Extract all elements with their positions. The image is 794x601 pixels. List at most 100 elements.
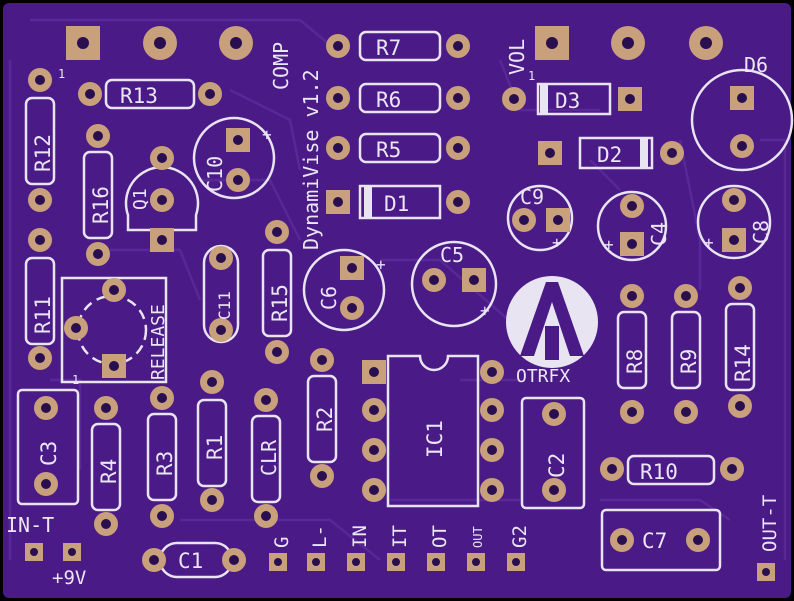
board-title: DynamiVise v1.2 bbox=[299, 69, 323, 250]
in-t-label: IN-T bbox=[6, 513, 54, 537]
svg-text:+: + bbox=[604, 235, 614, 254]
diode-d3: D3 bbox=[502, 82, 642, 116]
svg-text:D6: D6 bbox=[744, 53, 768, 77]
svg-text:C6: C6 bbox=[317, 286, 341, 310]
svg-text:R8: R8 bbox=[623, 349, 647, 374]
resistor-r11: R11 bbox=[24, 228, 56, 370]
resistor-r10: R10 bbox=[600, 454, 744, 486]
svg-text:D3: D3 bbox=[555, 89, 580, 113]
io-pad-out: OUT bbox=[467, 526, 485, 571]
io-pad-ot: OT bbox=[427, 525, 451, 571]
comp-potentiometer: 1 COMP bbox=[58, 26, 293, 90]
svg-text:R14: R14 bbox=[731, 344, 755, 382]
svg-text:C3: C3 bbox=[37, 441, 61, 466]
svg-text:D1: D1 bbox=[384, 192, 409, 216]
svg-text:R13: R13 bbox=[120, 84, 158, 108]
pin1-marker: 1 bbox=[72, 373, 79, 387]
svg-text:R3: R3 bbox=[153, 451, 177, 476]
svg-text:OUT: OUT bbox=[471, 526, 485, 548]
resistor-r4: R4 bbox=[90, 396, 122, 536]
svg-text:R1: R1 bbox=[203, 435, 227, 460]
svg-text:+: + bbox=[376, 255, 386, 274]
resistor-r5: R5 bbox=[326, 132, 470, 164]
io-pad-it: IT bbox=[387, 525, 411, 571]
comp-label: COMP bbox=[269, 42, 293, 90]
svg-text:C8: C8 bbox=[749, 220, 773, 244]
resistor-r15: R15 bbox=[261, 220, 293, 364]
svg-text:R7: R7 bbox=[376, 36, 401, 60]
otrfx-logo: OTRFX bbox=[506, 276, 598, 387]
capacitor-c11: C11 bbox=[202, 244, 240, 344]
svg-text:+: + bbox=[262, 125, 272, 144]
svg-text:G2: G2 bbox=[509, 525, 531, 548]
svg-text:R5: R5 bbox=[376, 138, 401, 162]
resistor-r1: R1 bbox=[196, 370, 228, 512]
out-t-label: OUT-T bbox=[759, 495, 781, 552]
capacitor-c1: C1 bbox=[142, 541, 246, 579]
capacitor-c6: + C6 bbox=[302, 248, 386, 332]
io-pad-in: IN bbox=[347, 525, 371, 571]
resistor-r12: R12 bbox=[24, 68, 56, 212]
svg-text:R9: R9 bbox=[677, 349, 701, 374]
capacitor-c4: + C4 bbox=[596, 190, 671, 262]
svg-text:C1: C1 bbox=[178, 549, 203, 573]
pin1-marker: 1 bbox=[528, 69, 535, 83]
svg-text:R11: R11 bbox=[31, 296, 55, 334]
power-label: +9V bbox=[52, 567, 86, 589]
diode-d1: D1 bbox=[326, 184, 470, 220]
io-pad-g: G bbox=[269, 537, 293, 571]
svg-text:C2: C2 bbox=[545, 453, 569, 478]
vol-potentiometer: 1 VOL bbox=[505, 26, 723, 83]
capacitor-c9: + C9 bbox=[506, 184, 574, 252]
capacitor-c3: C3 bbox=[16, 388, 80, 506]
svg-text:C4: C4 bbox=[647, 222, 671, 246]
resistor-r3: R3 bbox=[146, 386, 178, 528]
diode-d2: D2 bbox=[538, 136, 684, 170]
resistor-r7: R7 bbox=[326, 30, 470, 62]
board-surface bbox=[3, 3, 791, 598]
svg-text:IN: IN bbox=[349, 525, 371, 548]
io-pad-g2: G2 bbox=[507, 525, 531, 571]
capacitor-c2: C2 bbox=[520, 396, 586, 510]
transistor-q1: Q1 bbox=[124, 146, 200, 252]
svg-text:IT: IT bbox=[389, 525, 411, 548]
svg-text:R10: R10 bbox=[640, 460, 678, 484]
io-pad-in-t: IN-T bbox=[6, 513, 54, 561]
capacitor-c7: C7 bbox=[600, 508, 722, 572]
svg-text:D2: D2 bbox=[597, 143, 622, 167]
release-label: RELEASE bbox=[148, 304, 169, 380]
io-pad-out-t: OUT-T bbox=[757, 495, 781, 581]
resistor-r9: R9 bbox=[670, 284, 702, 424]
capacitor-c10: + C10 bbox=[192, 116, 276, 200]
resistor-r8: R8 bbox=[616, 284, 648, 424]
brand-label: OTRFX bbox=[516, 366, 570, 387]
io-pad-l: L- bbox=[307, 525, 331, 571]
svg-text:L-: L- bbox=[309, 525, 331, 548]
svg-text:C10: C10 bbox=[203, 156, 227, 192]
resistor-r14: R14 bbox=[724, 276, 756, 418]
ic1-dip8: IC1 bbox=[362, 354, 504, 508]
svg-text:+: + bbox=[704, 233, 714, 252]
resistor-r13: R13 bbox=[78, 78, 222, 110]
svg-text:R12: R12 bbox=[31, 134, 55, 172]
svg-text:+: + bbox=[552, 233, 562, 252]
vol-label: VOL bbox=[505, 39, 529, 75]
svg-text:C11: C11 bbox=[215, 291, 234, 320]
svg-text:C9: C9 bbox=[520, 185, 544, 209]
svg-text:C5: C5 bbox=[440, 243, 464, 267]
led-d6: D6 bbox=[690, 53, 794, 172]
svg-text:G: G bbox=[271, 537, 293, 548]
svg-text:R4: R4 bbox=[97, 459, 121, 484]
resistor-r6: R6 bbox=[326, 82, 470, 114]
svg-text:+: + bbox=[480, 301, 490, 320]
capacitor-c8: + C8 bbox=[696, 184, 773, 260]
resistor-clr: CLR bbox=[250, 388, 282, 528]
svg-text:R16: R16 bbox=[89, 186, 113, 224]
resistor-r16: R16 bbox=[82, 124, 114, 266]
svg-text:R15: R15 bbox=[268, 284, 292, 322]
release-trimmer: 1 RELEASE bbox=[60, 276, 169, 387]
svg-text:C7: C7 bbox=[642, 529, 667, 553]
svg-text:Q1: Q1 bbox=[130, 188, 151, 210]
svg-text:R6: R6 bbox=[376, 88, 401, 112]
